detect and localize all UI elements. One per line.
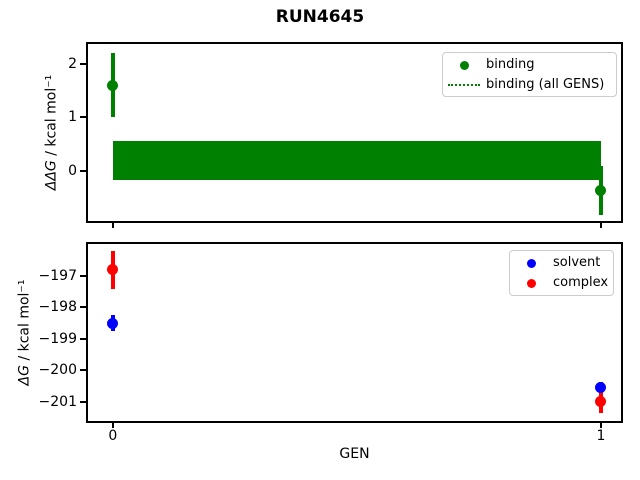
x-axis-label: GEN bbox=[339, 446, 370, 462]
bottom-legend-item: complex bbox=[513, 273, 610, 293]
bottom-ytick bbox=[80, 369, 86, 372]
bottom-legend-item: solvent bbox=[513, 253, 610, 273]
top-legend-item: binding (all GENS) bbox=[446, 75, 613, 95]
figure-title: RUN4645 bbox=[275, 7, 365, 27]
bottom-plot-area: −197 −198 −199 −200 −201 0 1 bbox=[39, 244, 621, 444]
solvent-marker bbox=[595, 381, 607, 393]
bottom-ylabel-symbol: ΔG bbox=[16, 365, 33, 386]
solvent-marker bbox=[107, 317, 119, 329]
legend-circle-icon bbox=[446, 60, 482, 70]
legend-dotted-line-icon bbox=[446, 84, 482, 86]
bottom-ytick-label: −197 bbox=[38, 268, 77, 284]
legend-circle-swatch bbox=[526, 258, 536, 268]
top-ytick bbox=[80, 170, 86, 173]
bottom-ytick-label: −200 bbox=[38, 362, 77, 379]
legend-circle-icon bbox=[513, 278, 549, 288]
top-legend: binding binding (all GENS) bbox=[442, 52, 617, 97]
bottom-y-axis-label: ΔG / kcal mol⁻¹ bbox=[17, 233, 34, 433]
top-ylabel-symbol: ΔΔG bbox=[43, 160, 60, 191]
top-legend-item: binding bbox=[446, 55, 613, 75]
complex-marker bbox=[595, 396, 607, 408]
legend-label: solvent bbox=[553, 255, 601, 270]
binding-marker bbox=[107, 79, 119, 91]
bottom-xtick bbox=[599, 423, 602, 428]
bottom-xtick-label: 0 bbox=[108, 428, 118, 444]
top-ytick-label: 2 bbox=[68, 55, 77, 72]
legend-dotted-swatch bbox=[448, 84, 480, 86]
top-ytick bbox=[80, 62, 86, 65]
bottom-xtick bbox=[111, 423, 114, 428]
top-ytick-label: 1 bbox=[68, 109, 77, 126]
legend-circle-swatch bbox=[526, 278, 536, 288]
legend-circle-icon bbox=[513, 258, 549, 268]
bottom-ytick bbox=[80, 306, 86, 309]
bottom-ytick-label: −198 bbox=[38, 299, 77, 316]
top-plot-area: 0 1 2 bbox=[68, 44, 621, 228]
top-ytick bbox=[80, 116, 86, 119]
bottom-ytick bbox=[80, 337, 86, 340]
legend-label: complex bbox=[553, 275, 609, 290]
binding-marker bbox=[595, 184, 607, 196]
bottom-ytick bbox=[80, 400, 86, 403]
top-ylabel-units: / kcal mol⁻¹ bbox=[43, 74, 60, 161]
bottom-ytick-label: −201 bbox=[38, 393, 77, 410]
bottom-legend: solvent complex bbox=[509, 250, 614, 296]
complex-marker bbox=[107, 264, 119, 276]
legend-circle-swatch bbox=[459, 60, 469, 70]
top-y-axis-label: ΔΔG / kcal mol⁻¹ bbox=[44, 33, 61, 233]
legend-label: binding (all GENS) bbox=[486, 77, 605, 92]
bottom-ytick-label: −199 bbox=[38, 330, 77, 347]
bottom-ylabel-units: / kcal mol⁻¹ bbox=[16, 279, 33, 365]
top-ytick-label: 0 bbox=[68, 163, 77, 180]
top-xtick bbox=[111, 223, 114, 228]
top-xtick bbox=[599, 223, 602, 228]
bottom-ytick bbox=[80, 275, 86, 277]
bottom-xtick-label: 1 bbox=[596, 428, 606, 444]
legend-label: binding bbox=[486, 57, 535, 72]
all-gens-band bbox=[112, 141, 601, 180]
